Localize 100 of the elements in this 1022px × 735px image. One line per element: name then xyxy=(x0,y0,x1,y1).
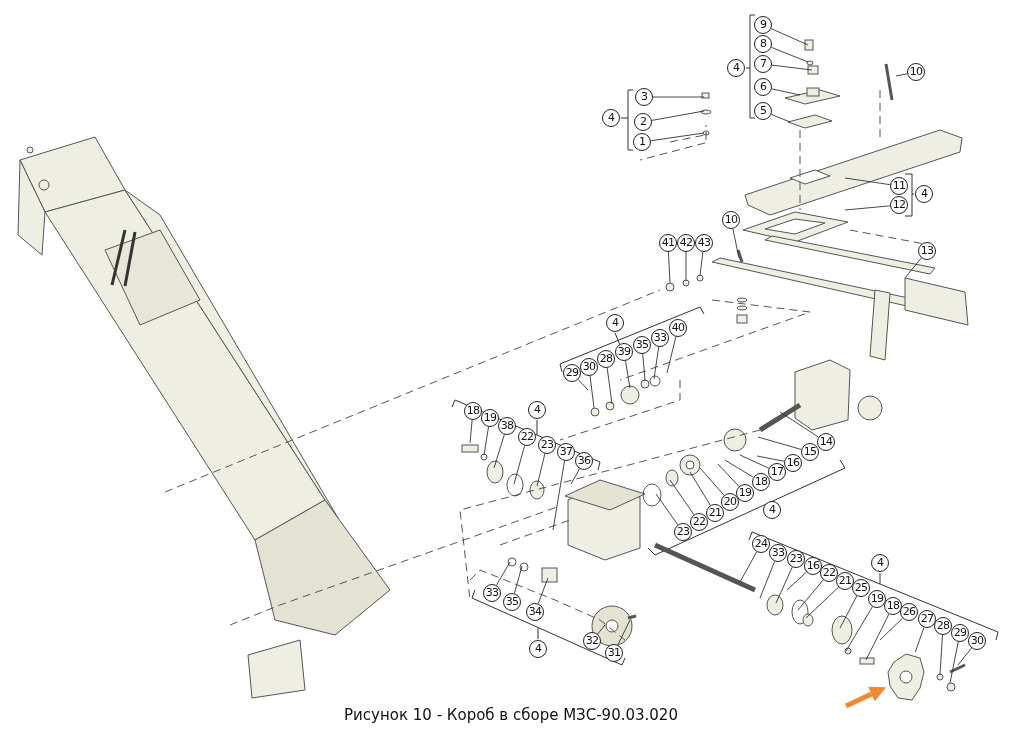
callout-number: 12 xyxy=(890,196,908,214)
leader-line xyxy=(939,634,943,676)
callout-number: 11 xyxy=(890,177,908,195)
callout-number: 2 xyxy=(634,113,652,131)
leader-line xyxy=(606,367,613,405)
callout-number: 6 xyxy=(754,78,772,96)
leader-line xyxy=(655,493,679,526)
callout-number: 31 xyxy=(605,644,623,662)
leader-line xyxy=(759,560,776,599)
callout-number: 36 xyxy=(575,452,593,470)
leader-line xyxy=(724,459,754,478)
leader-line xyxy=(577,379,589,391)
leader-line xyxy=(844,205,891,211)
leader-line xyxy=(642,353,646,382)
callout-number: 39 xyxy=(615,343,633,361)
leader-line xyxy=(597,624,606,635)
leader-line xyxy=(699,467,725,496)
leader-line xyxy=(668,251,671,284)
callout-number: 26 xyxy=(900,603,918,621)
callout-number: 29 xyxy=(951,624,969,642)
leader-line xyxy=(845,606,873,652)
leader-line xyxy=(914,627,925,653)
callout-number: 4 xyxy=(606,314,624,332)
callout-number: 30 xyxy=(968,632,986,650)
callout-number: 4 xyxy=(763,501,781,519)
leader-line xyxy=(496,561,511,586)
callout-number: 22 xyxy=(690,513,708,531)
leader-line xyxy=(552,460,565,531)
leader-line xyxy=(957,647,972,666)
callout-number: 29 xyxy=(563,364,581,382)
leader-line xyxy=(669,479,695,516)
leader-line xyxy=(949,641,959,684)
callout-number: 13 xyxy=(918,242,936,260)
leader-line xyxy=(666,336,677,374)
leader-line xyxy=(689,471,711,506)
callout-number: 18 xyxy=(884,597,902,615)
leader-line xyxy=(617,619,631,646)
leader-line xyxy=(839,595,858,629)
leader-line xyxy=(770,46,809,63)
callout-number: 20 xyxy=(721,493,739,511)
leader-line xyxy=(570,468,581,485)
leader-line xyxy=(770,28,809,46)
leader-line xyxy=(652,96,705,98)
callout-number: 5 xyxy=(754,102,772,120)
leader-line xyxy=(589,375,595,409)
leader-line xyxy=(699,251,704,277)
callout-number: 9 xyxy=(754,16,772,34)
callout-number: 22 xyxy=(518,428,536,446)
callout-number: 37 xyxy=(557,443,575,461)
callout-number: 25 xyxy=(852,579,870,597)
leader-line xyxy=(756,455,785,462)
callout-number: 21 xyxy=(706,504,724,522)
callout-number: 34 xyxy=(526,603,544,621)
leader-line xyxy=(717,463,740,487)
leader-line xyxy=(537,577,549,605)
callout-number: 16 xyxy=(804,557,822,575)
callout-number: 7 xyxy=(754,55,772,73)
callout-number: 42 xyxy=(677,234,695,252)
callout-number: 30 xyxy=(580,358,598,376)
callout-number: 19 xyxy=(481,409,499,427)
callout-number: 23 xyxy=(674,523,692,541)
leader-line xyxy=(513,565,523,594)
callout-number: 17 xyxy=(768,463,786,481)
leader-line xyxy=(786,571,807,591)
leader-line xyxy=(757,436,802,450)
leader-line xyxy=(775,566,793,604)
callout-number: 10 xyxy=(722,211,740,229)
leader-line xyxy=(625,360,631,389)
callout-number: 32 xyxy=(583,632,601,650)
leader-line xyxy=(844,177,891,186)
leader-line xyxy=(770,113,791,123)
callout-number: 19 xyxy=(868,590,886,608)
leader-line xyxy=(805,586,839,619)
leader-line xyxy=(904,257,922,279)
callout-number: 40 xyxy=(669,319,687,337)
callout-number: 10 xyxy=(907,63,925,81)
callout-number: 35 xyxy=(503,593,521,611)
leader-line xyxy=(895,73,908,77)
callout-number: 4 xyxy=(871,554,889,572)
callout-number: 15 xyxy=(801,443,819,461)
callout-number: 23 xyxy=(538,436,556,454)
callout-number: 4 xyxy=(529,640,547,658)
callout-number: 1 xyxy=(633,133,651,151)
leader-line xyxy=(739,551,758,583)
callout-number: 28 xyxy=(597,350,615,368)
callout-number: 33 xyxy=(651,329,669,347)
callout-number: 41 xyxy=(659,234,677,252)
callout-number: 4 xyxy=(602,109,620,127)
callout-number: 14 xyxy=(817,433,835,451)
leader-line xyxy=(732,228,740,259)
callout-number: 38 xyxy=(498,417,516,435)
leader-line xyxy=(771,88,801,96)
leader-line xyxy=(651,110,705,121)
callout-number: 43 xyxy=(695,234,713,252)
leader-line xyxy=(483,426,489,456)
callout-number: 33 xyxy=(483,584,501,602)
callout-number: 19 xyxy=(736,484,754,502)
callout-number: 35 xyxy=(633,336,651,354)
callout-number: 8 xyxy=(754,35,772,53)
callout-number: 22 xyxy=(820,564,838,582)
